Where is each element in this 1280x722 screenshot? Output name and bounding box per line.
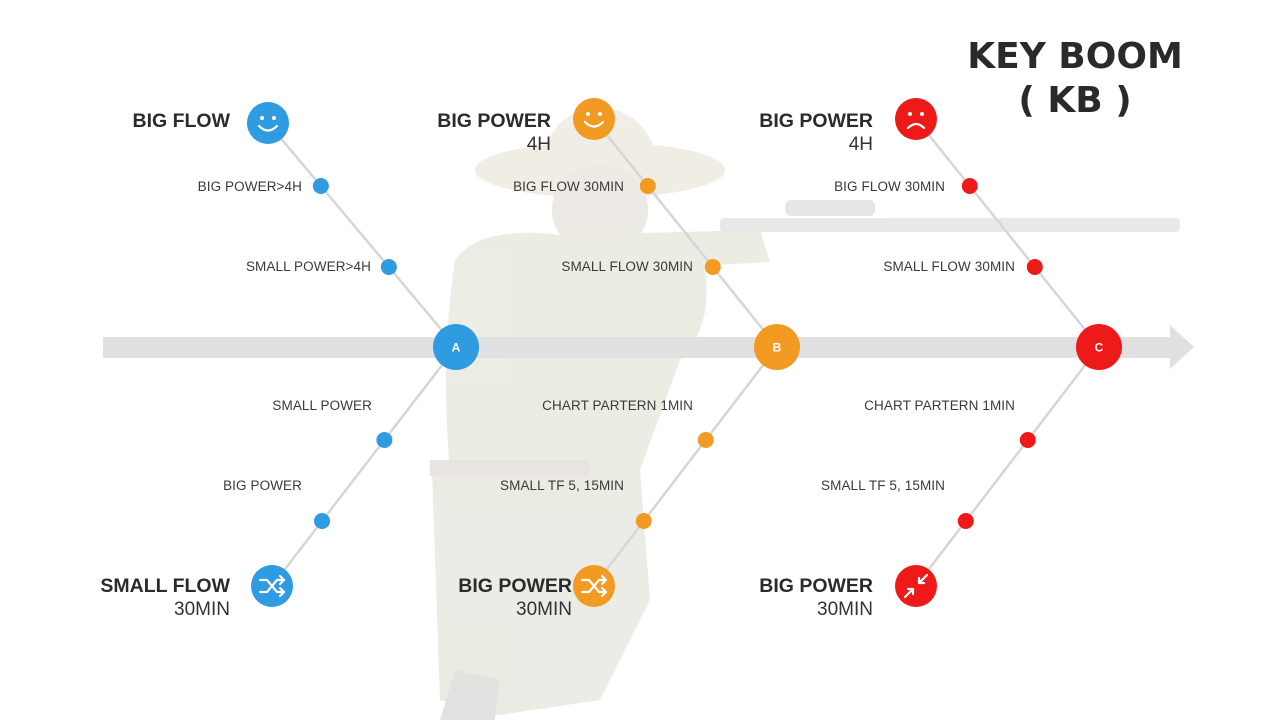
branch-a-bottom-bone	[271, 346, 457, 587]
branch-c-bottom-dot-1	[1019, 432, 1036, 448]
branch-c-bottom-collapse-icon	[895, 565, 937, 607]
branch-c-top-item-2: SMALL FLOW 30MIN	[883, 259, 1015, 274]
spine-arrow-shaft	[103, 337, 1173, 358]
branch-c-node-label: C	[1095, 341, 1104, 355]
branch-a-top-item-1: BIG POWER>4H	[197, 179, 302, 194]
branch-b-top-item-2: SMALL FLOW 30MIN	[561, 259, 693, 274]
branch-b-top-dot-2	[704, 259, 721, 275]
branch-b-node	[754, 324, 800, 370]
branch-c-bottom-item-2: SMALL TF 5, 15MIN	[821, 478, 945, 493]
branch-b-bottom-sub: 30MIN	[516, 599, 572, 620]
branch-c-top-item-1: BIG FLOW 30MIN	[834, 179, 945, 194]
branch-c-bottom-bone	[915, 346, 1100, 587]
branch-b-top-sub: 4H	[526, 134, 551, 155]
branch-c-bottom-sub: 30MIN	[817, 599, 873, 620]
branch-b-bottom-heading: BIG POWER 30MIN	[458, 575, 572, 621]
branch-a-bottom-item-2: BIG POWER	[223, 478, 302, 493]
branch-a-top-bone	[267, 122, 457, 348]
branch-b-bottom-bone	[593, 346, 778, 587]
branch-b-bottom-dot-1	[697, 432, 714, 448]
branch-a-top-heading: BIG FLOW	[133, 110, 230, 133]
branch-b-top-dot-1	[639, 178, 656, 194]
branch-b-top-item-1: BIG FLOW 30MIN	[513, 179, 624, 194]
branch-a-top-dot-2	[380, 259, 397, 275]
branch-a-bottom-heading: SMALL FLOW 30MIN	[100, 575, 230, 621]
branch-c-top-heading: BIG POWER 4H	[759, 110, 873, 156]
branch-b-top-smile-icon	[573, 98, 615, 140]
title-line-1: KEY BOOM	[967, 36, 1183, 77]
branch-b-top-title: BIG POWER	[437, 110, 551, 132]
branch-c-top-dot-1	[961, 178, 978, 194]
branch-a-bottom-item-1: SMALL POWER	[272, 398, 372, 413]
branch-a-top-title: BIG FLOW	[132, 110, 230, 132]
branch-a-bottom-dot-2	[314, 513, 331, 529]
branch-a-top-item-2: SMALL POWER>4H	[245, 259, 371, 274]
branch-c-top-sad-icon	[895, 98, 937, 140]
branch-b-bottom-title: BIG POWER	[458, 575, 572, 597]
branch-c-top-dot-2	[1026, 259, 1043, 275]
branch-b-node-label: B	[773, 341, 782, 355]
branch-b-bottom-dot-2	[635, 513, 652, 529]
branch-a-top-dot-1	[312, 178, 329, 194]
branch-a-bottom-dot-1	[376, 432, 393, 448]
branch-b-top-heading: BIG POWER 4H	[437, 110, 551, 156]
branch-b-bottom-item-2: SMALL TF 5, 15MIN	[500, 478, 624, 493]
branch-a-top-smile-icon	[247, 102, 289, 144]
title-line-2: ( KB )	[1018, 80, 1132, 121]
branch-c-bottom-title: BIG POWER	[759, 575, 873, 597]
branch-a-node-label: A	[452, 341, 461, 355]
branch-c-bottom-item-1: CHART PARTERN 1MIN	[864, 398, 1015, 413]
branch-c-node	[1076, 324, 1122, 370]
branch-c-top-bone	[915, 118, 1100, 348]
branch-c-top-sub: 4H	[848, 134, 873, 155]
branch-b-top-bone	[593, 118, 778, 348]
spine-arrow-head	[1170, 325, 1194, 369]
branch-b-bottom-item-1: CHART PARTERN 1MIN	[542, 398, 693, 413]
branch-c-bottom-dot-2	[957, 513, 974, 529]
branch-a-node	[433, 324, 479, 370]
branch-a-bottom-sub: 30MIN	[174, 599, 230, 620]
branch-c-bottom-heading: BIG POWER 30MIN	[759, 575, 873, 621]
branch-a-bottom-title: SMALL FLOW	[100, 575, 230, 597]
branch-c-top-title: BIG POWER	[759, 110, 873, 132]
